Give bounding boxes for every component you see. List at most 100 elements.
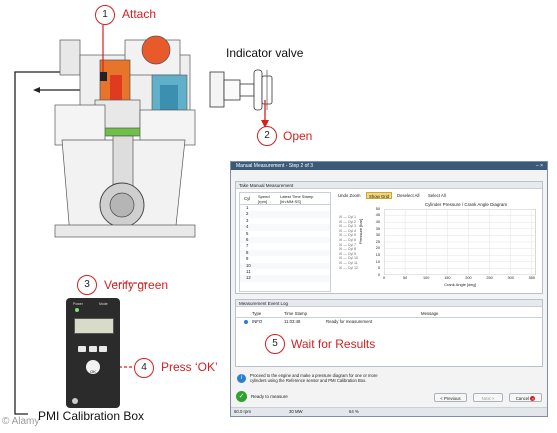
take-measurement-section: Take Manual Measurement Cyl Speed [rpm] … (235, 181, 543, 294)
y-tick-label: 25 (375, 239, 380, 244)
deselect-all-button[interactable]: Deselect All (397, 193, 420, 198)
legend-label: Cyl 12 (347, 265, 358, 270)
legend-checkbox-icon: ☒ — (339, 238, 348, 242)
legend-checkbox-icon: ☒ — (339, 247, 348, 252)
legend-label: Cyl 6 (347, 238, 357, 242)
y-tick-label: 50 (375, 206, 380, 211)
device-logo (72, 398, 78, 404)
cylinder-row[interactable]: 11 (240, 269, 330, 276)
y-axis-label: Pressure [bar] (358, 218, 363, 244)
info-icon: i (237, 374, 246, 383)
undo-zoom-button[interactable]: Undo Zoom (338, 193, 361, 198)
take-measurement-header: Take Manual Measurement (236, 182, 542, 189)
status-power: 30 MW (289, 409, 303, 414)
cylinder-row[interactable]: 5 (240, 230, 330, 237)
cylinder-row[interactable]: 10 (240, 262, 330, 269)
legend-label: Cyl 10 (347, 256, 358, 261)
legend-item[interactable]: ☒ — Cyl 6 (339, 238, 356, 242)
legend-item[interactable]: ☒ — Cyl 9 (339, 252, 356, 256)
y-tick-label: 40 (375, 220, 380, 224)
status-load: 64 % (349, 409, 359, 414)
y-tick-label: 30 (375, 233, 380, 238)
cylinder-row[interactable]: 7 (240, 243, 330, 250)
cylinder-row[interactable]: 1 (240, 205, 330, 212)
cylinder-row[interactable]: 12 (240, 275, 330, 282)
legend-item[interactable]: ☒ — Cyl 3 (339, 224, 356, 228)
legend-item[interactable]: ☒ — Cyl 10 (339, 256, 358, 260)
col-header-cyl: Cyl (244, 196, 251, 201)
cylinder-row[interactable]: 4 (240, 224, 330, 231)
ok-button[interactable]: OK (86, 360, 100, 374)
y-tick-label: 20 (375, 246, 380, 251)
dialog-title: Manual Measurement - Step 2 of 3 (231, 162, 547, 170)
legend-item[interactable]: ☒ — Cyl 2 (339, 220, 356, 224)
x-tick-label: 100 (423, 276, 430, 280)
legend-item[interactable]: ☒ — Cyl 7 (339, 243, 356, 247)
event-log-header: Measurement Event Log (236, 300, 542, 307)
callout-2-text: Open (283, 129, 313, 143)
chart-legend: ☒ — Cyl 1☒ — Cyl 2☒ — Cyl 3☒ — Cyl 4☒ — … (339, 215, 369, 295)
cylinder-row[interactable]: 8 (240, 249, 330, 257)
col-header-speed: Speed [rpm] (258, 194, 270, 204)
next-button[interactable]: Next > (473, 393, 503, 402)
cylinder-number: 5 (246, 230, 249, 236)
legend-item[interactable]: ☒ — Cyl 4 (339, 229, 356, 233)
y-tick-label: 15 (375, 253, 380, 257)
event-col-time: Time Stamp (284, 311, 308, 316)
x-tick-label: 250 (486, 276, 493, 280)
pressure-chart-plot[interactable] (384, 209, 536, 275)
cylinder-number: 3 (246, 217, 249, 223)
cylinder-row[interactable]: 3 (240, 217, 330, 225)
cylinder-number: 10 (246, 262, 251, 268)
chart-toolbar: Undo Zoom Show Grid Deselect All Select … (336, 192, 536, 199)
legend-label: Cyl 11 (347, 261, 358, 265)
cylinder-row[interactable]: 9 (240, 256, 330, 263)
cylinder-number: 1 (246, 205, 249, 210)
show-grid-button[interactable]: Show Grid (366, 192, 393, 199)
device-button-mid[interactable] (89, 346, 97, 352)
ready-text: Ready to measure (251, 394, 288, 399)
cancel-button[interactable]: Cancel × (509, 393, 542, 402)
previous-button[interactable]: < Previous (434, 393, 467, 402)
legend-checkbox-icon: ☒ — (339, 265, 348, 270)
legend-label: Cyl 7 (347, 242, 357, 247)
status-led-icon (75, 308, 79, 312)
legend-item[interactable]: ☒ — Cyl 8 (339, 247, 356, 251)
x-tick-label: 300 (507, 276, 514, 280)
device-button-right[interactable] (99, 346, 107, 352)
cancel-label: Cancel (515, 396, 530, 401)
indicator-valve-illustration (209, 69, 273, 111)
event-col-message: Message (421, 311, 439, 316)
x-tick-label: 150 (444, 276, 451, 280)
y-tick-label: 10 (375, 259, 380, 264)
cylinder-number: 6 (246, 237, 249, 242)
x-tick-label: 50 (402, 276, 408, 280)
event-row[interactable]: INFO 11:03:48 Ready for measurement (236, 319, 542, 325)
cylinder-row[interactable]: 6 (240, 237, 330, 244)
cylinder-row[interactable]: 2 (240, 211, 330, 218)
legend-label: Cyl 4 (347, 228, 357, 233)
legend-label: Cyl 1 (347, 215, 357, 219)
info-text: Proceed to the engine and make a pressur… (250, 373, 378, 383)
legend-item[interactable]: ☒ — Cyl 1 (339, 215, 356, 219)
device-button-left[interactable] (78, 346, 86, 352)
legend-label: Cyl 8 (347, 247, 357, 252)
chart-title: Cylinder Pressure / Crank Angle Diagram (424, 202, 508, 207)
select-all-button[interactable]: Select All (428, 193, 446, 198)
legend-item[interactable]: ☒ — Cyl 5 (339, 233, 356, 237)
legend-label: Cyl 3 (347, 224, 357, 229)
cylinder-number: 7 (246, 243, 249, 249)
cylinder-number: 2 (246, 211, 249, 217)
legend-item[interactable]: ☒ — Cyl 11 (339, 261, 358, 265)
event-type: INFO (252, 319, 263, 324)
watermark: © Alamy (2, 416, 40, 427)
legend-checkbox-icon: ☒ — (339, 219, 348, 224)
window-controls[interactable]: – × (535, 163, 543, 169)
indicator-valve-label: Indicator valve (226, 46, 304, 60)
legend-item[interactable]: ☒ — Cyl 12 (339, 266, 358, 270)
ok-label: OK (90, 369, 96, 374)
status-bar: 60.0 rpm 30 MW 64 % (231, 407, 547, 416)
cylinder-number: 4 (246, 224, 249, 230)
